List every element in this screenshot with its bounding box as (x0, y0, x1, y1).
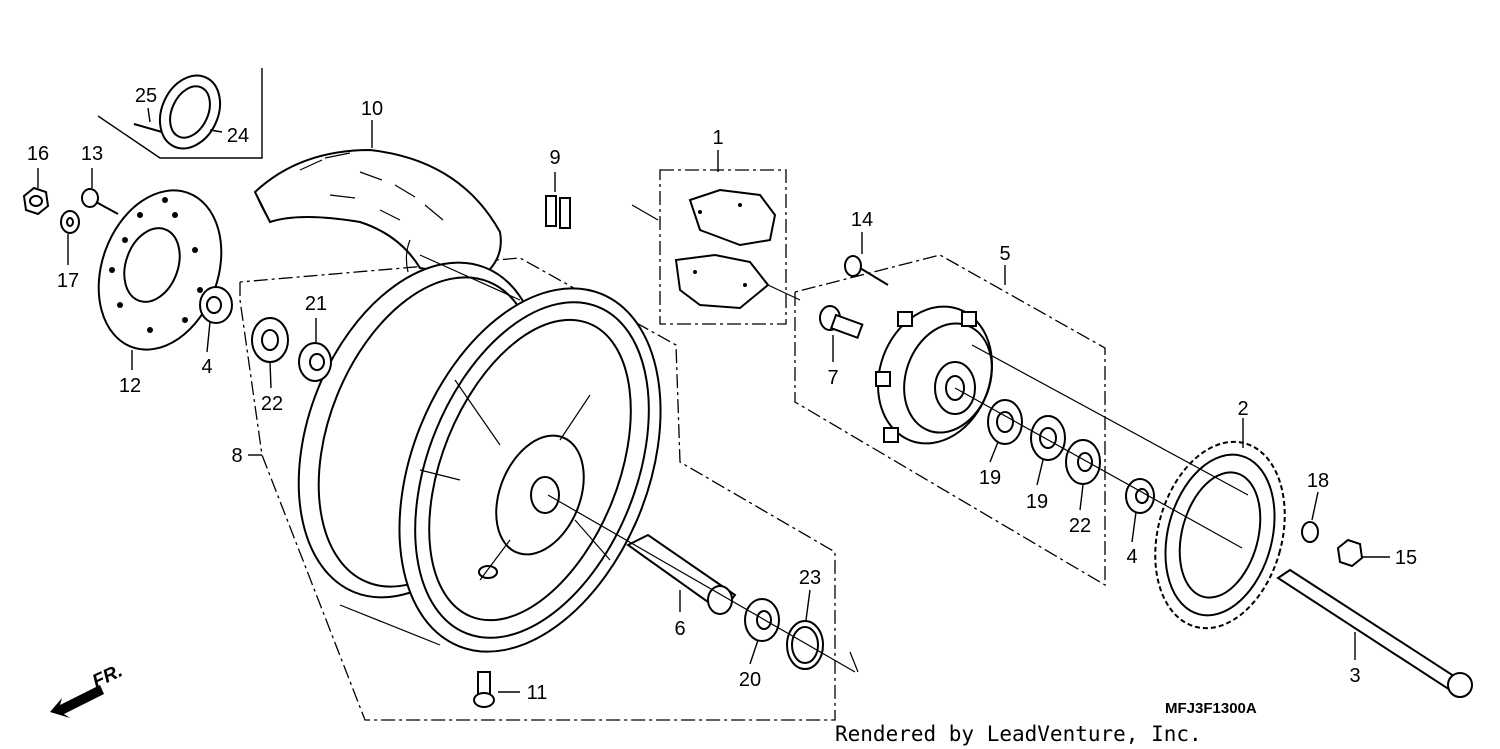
callout-6: 6 (674, 618, 685, 640)
callout-16: 16 (27, 143, 49, 165)
callout-11: 11 (527, 682, 548, 704)
callout-labels: 1 2 3 4 4 5 6 7 8 9 10 11 12 13 14 15 16… (27, 85, 1417, 704)
bearing-22-left-part (251, 317, 289, 363)
callout-1: 1 (712, 127, 723, 149)
driven-sprocket-part (1154, 440, 1286, 630)
hub-bolt-7-part (819, 305, 864, 340)
callout-22-left: 22 (261, 393, 283, 415)
bearing-21-part (298, 342, 332, 382)
assembly-guide-lines (547, 204, 1249, 673)
callout-8: 8 (231, 445, 242, 467)
hub-assembly-group-outline (794, 254, 1106, 587)
callout-18: 18 (1307, 470, 1329, 492)
callout-2: 2 (1237, 398, 1248, 420)
drawing-code: MFJ3F1300A (1165, 700, 1257, 717)
sprocket-nut-part (1336, 538, 1364, 568)
callout-9: 9 (549, 147, 560, 169)
sprocket-washer-part (1301, 521, 1319, 543)
render-credit: Rendered by LeadVenture, Inc. (835, 722, 1202, 746)
disc-bolt-part (81, 188, 119, 215)
callout-5: 5 (999, 243, 1010, 265)
damper-set-group-outline (659, 169, 787, 325)
damper-rubber-part (545, 195, 571, 229)
hub-bolt-14-part (844, 255, 889, 286)
callout-12: 12 (119, 375, 141, 397)
oil-seal-23-part (786, 620, 824, 670)
tire-part (253, 148, 502, 280)
callout-22-right: 22 (1069, 515, 1091, 537)
disc-bolt-kit-group-outline (97, 68, 263, 159)
callout-23: 23 (799, 567, 821, 589)
brake-disc-part (97, 189, 223, 351)
collar-left-part (199, 286, 233, 324)
callout-19-a: 19 (979, 467, 1001, 489)
damper-set-part (674, 188, 777, 310)
bearing-19-b-part (1030, 415, 1066, 461)
front-direction-arrow-icon: FR. (50, 661, 126, 718)
callout-leaders (37, 107, 1390, 693)
callout-7: 7 (827, 367, 838, 389)
callout-15: 15 (1395, 547, 1417, 569)
axle-distance-collar-part (626, 533, 737, 615)
callout-4-left: 4 (201, 356, 212, 378)
disc-washer-part (60, 210, 80, 234)
rear-axle-part (1276, 568, 1473, 698)
callout-4-right: 4 (1126, 546, 1137, 568)
callout-13: 13 (81, 143, 103, 165)
callout-17: 17 (57, 270, 79, 292)
rear-wheel-rim-part (297, 254, 662, 653)
callout-10: 10 (361, 98, 383, 120)
bearing-20-part (744, 598, 780, 642)
callout-20: 20 (739, 669, 761, 691)
callout-25: 25 (135, 85, 157, 107)
callout-24: 24 (227, 125, 249, 147)
callout-3: 3 (1349, 665, 1360, 687)
callout-21: 21 (305, 293, 327, 315)
disc-bolt-kit-ring-part (133, 74, 222, 150)
callout-19-b: 19 (1026, 491, 1048, 513)
valve-stem-part (473, 671, 495, 708)
final-driven-flange-part (875, 305, 993, 445)
callout-14: 14 (851, 209, 873, 231)
disc-nut-part (22, 186, 50, 216)
oil-seal-22-right-part (1065, 439, 1101, 485)
